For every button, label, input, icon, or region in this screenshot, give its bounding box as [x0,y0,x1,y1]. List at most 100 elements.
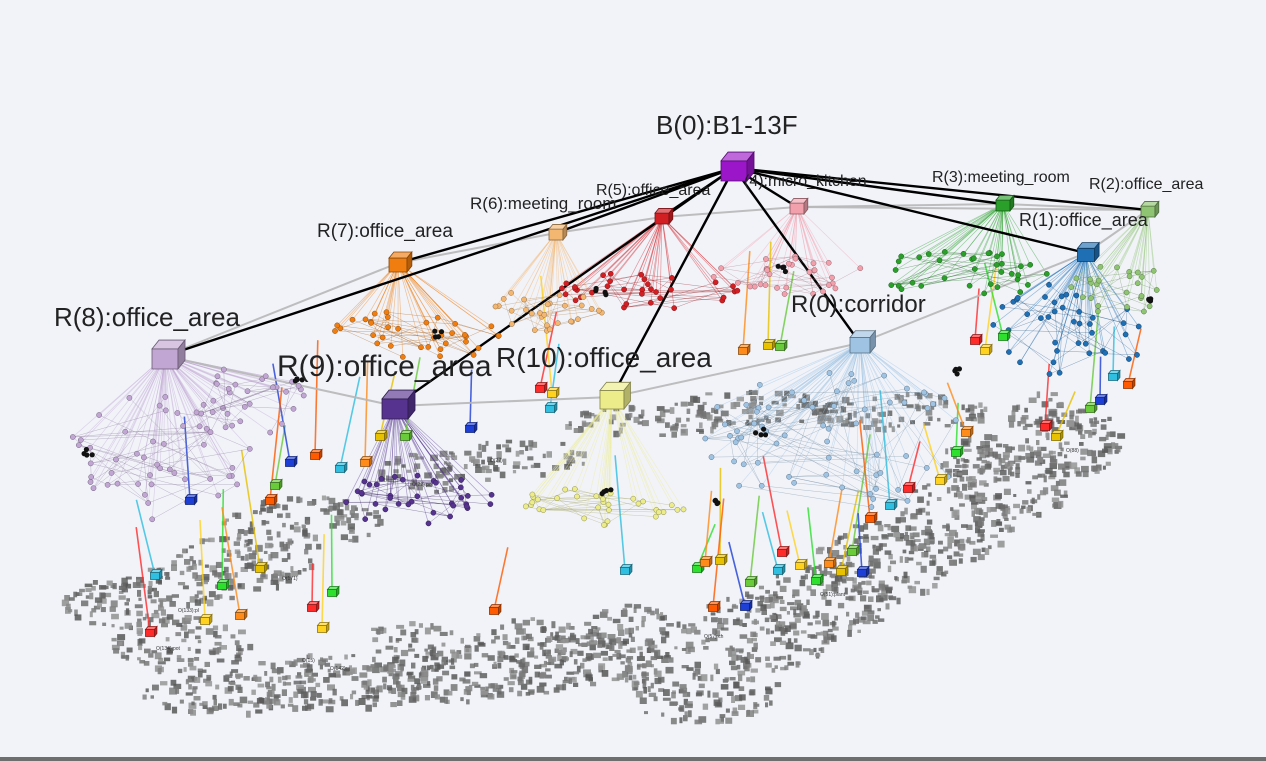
point-cloud-patch [235,674,241,680]
point-cloud-patch [567,457,575,463]
point-cloud-patch [102,598,107,604]
place-fan-edge [603,396,613,503]
point-cloud-patch [1100,424,1107,430]
point-cloud-patch [701,639,706,645]
point-cloud-patch [970,556,977,563]
point-cloud-patch [540,472,546,478]
point-cloud-patch [1075,415,1079,423]
object-edge [183,416,191,501]
point-cloud-patch [507,681,515,686]
place-fan-edge [382,262,399,338]
point-cloud-patch [305,520,310,525]
point-cloud-patch [752,709,759,714]
point-cloud-patch [592,614,600,619]
point-cloud-patch [253,674,258,681]
place-node [809,404,816,411]
point-cloud-patch [502,641,509,646]
point-cloud-patch [613,408,620,412]
object-node-cube-icon [707,600,721,613]
point-cloud-patch [729,660,736,666]
place-node [156,402,163,409]
point-cloud-patch [287,552,291,560]
point-cloud-patch [875,545,882,552]
point-cloud-patch [878,543,883,551]
point-cloud-patch [877,608,881,612]
point-cloud-patch [958,493,964,499]
place-node [600,272,606,279]
point-cloud-patch [234,657,242,662]
point-cloud-patch [177,582,186,586]
point-cloud-patch [244,539,253,543]
place-link-edge [729,435,735,462]
point-cloud-patch [217,594,223,599]
point-cloud-patch [282,675,288,681]
point-cloud-patch [1048,397,1053,402]
place-link-edge [544,305,582,316]
point-cloud-patch [845,596,854,601]
point-cloud-patch [643,687,647,694]
object-edge [135,526,151,633]
place-fan-edge [547,232,557,305]
place-fan-edge [1073,252,1087,322]
point-cloud-patch [429,650,434,657]
place-node [220,366,227,373]
point-cloud-patch [690,626,697,633]
point-cloud-patch [344,504,350,511]
place-fan-edge [107,355,166,485]
place-fan-edge [523,232,557,300]
point-cloud-patch [871,586,875,592]
point-cloud-patch [247,546,252,551]
place-fan-edge [989,203,1004,253]
point-cloud-patch [197,668,203,672]
point-cloud-patch [888,422,892,428]
point-cloud-patch [836,415,844,423]
point-cloud-patch [273,570,282,576]
point-cloud-patch [545,655,552,659]
place-node [374,340,381,347]
point-cloud-patch [956,458,960,465]
point-cloud-patch [596,632,602,639]
place-fan-edge [164,355,287,393]
point-cloud-patch [460,637,464,644]
point-cloud-patch [993,470,999,475]
place-node [714,404,721,410]
point-cloud-patch [539,663,547,668]
point-cloud-patch [943,546,949,552]
place-node [90,485,97,492]
place-node [1126,273,1133,280]
place-node [383,309,390,316]
point-cloud-patch [170,679,177,686]
point-cloud-patch [842,396,850,404]
point-cloud-patch [703,646,709,650]
place-link-edge [1125,309,1128,335]
place-node [1079,294,1086,301]
point-cloud-patch [164,572,170,576]
point-cloud-patch [1051,497,1060,503]
point-cloud-patch [1019,508,1024,514]
object-edge [946,382,967,433]
point-cloud-patch [474,684,481,688]
room-node-r1-cube-icon [1076,241,1100,263]
place-node [395,501,402,507]
place-node [834,388,840,395]
point-cloud-patch [180,625,188,631]
point-cloud-patch [335,519,340,526]
point-cloud-patch [938,549,944,554]
point-cloud-patch [881,590,888,597]
place-link-edge [737,273,770,284]
point-cloud-patch [94,597,103,603]
point-cloud-patch [231,660,239,665]
point-cloud-patch [962,469,968,476]
place-fan-edge [720,206,798,269]
point-cloud-patch [310,691,317,697]
place-node [387,495,393,501]
point-cloud-patch [1080,456,1086,461]
place-node [528,310,535,317]
place-fan-edge [974,203,1004,270]
place-link-edge [928,252,990,255]
point-cloud-patch [301,524,306,529]
point-cloud-patch [451,651,460,658]
point-cloud-patch [629,412,633,418]
point-cloud-patch [444,696,448,704]
point-cloud-patch [374,662,382,668]
